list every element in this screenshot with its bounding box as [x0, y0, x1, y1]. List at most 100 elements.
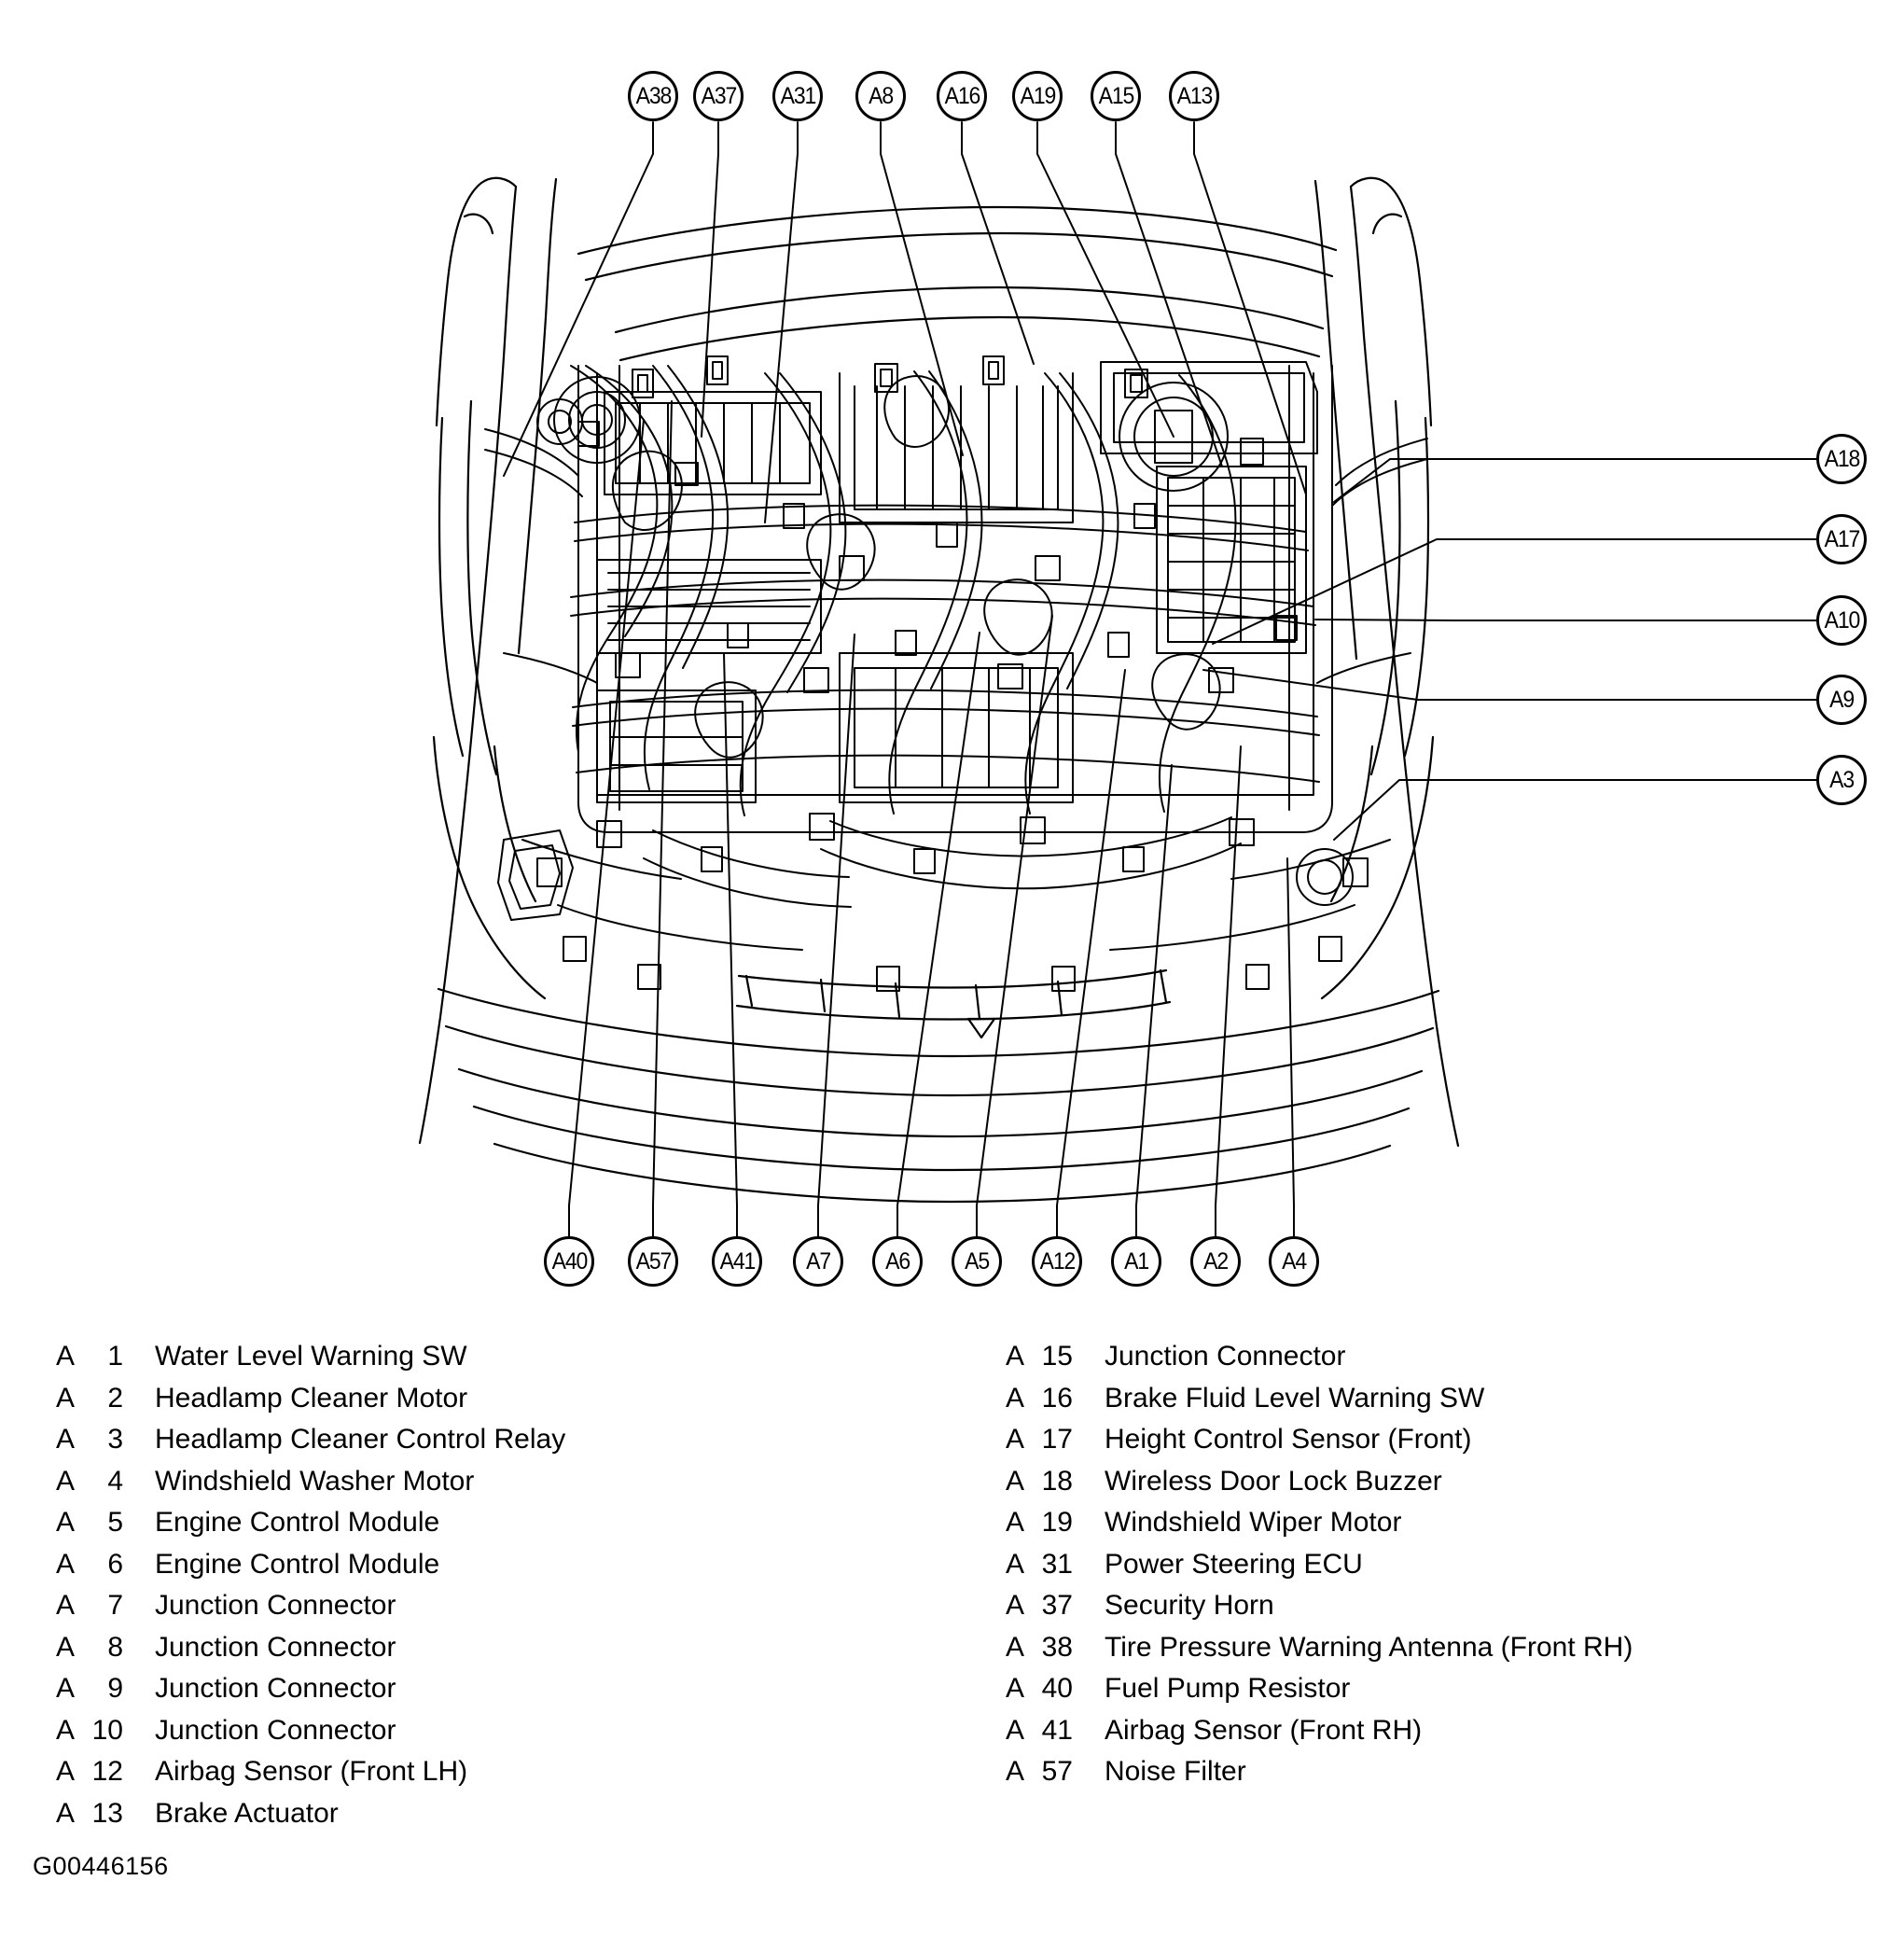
legend-number: 18 — [1041, 1465, 1073, 1497]
legend-number: 4 — [107, 1465, 123, 1497]
callout-a10[interactable]: A10 — [1816, 595, 1867, 646]
engine-bay-diagram — [418, 121, 1817, 1237]
callout-label: A2 — [1203, 1247, 1229, 1274]
callout-a6[interactable]: A6 — [872, 1236, 923, 1287]
legend-label: Junction Connector — [155, 1631, 396, 1663]
legend-prefix: A — [56, 1424, 76, 1455]
legend-number: 19 — [1041, 1507, 1073, 1538]
legend-number: 7 — [107, 1590, 123, 1621]
leader-lines-top — [503, 121, 1307, 523]
callout-a3[interactable]: A3 — [1816, 755, 1867, 805]
legend-prefix: A — [56, 1507, 76, 1538]
callout-a37[interactable]: A37 — [693, 71, 744, 121]
legend-label: Noise Filter — [1105, 1756, 1246, 1787]
legend-label: Tire Pressure Warning Antenna (Front RH) — [1105, 1631, 1633, 1663]
legend-label: Headlamp Cleaner Control Relay — [155, 1424, 566, 1455]
legend-number: 17 — [1041, 1424, 1073, 1455]
callout-a1[interactable]: A1 — [1111, 1236, 1161, 1287]
legend-prefix: A — [1006, 1382, 1025, 1414]
callout-a4[interactable]: A4 — [1269, 1236, 1319, 1287]
callout-a31[interactable]: A31 — [772, 71, 823, 121]
legend-number: 13 — [91, 1797, 123, 1829]
legend-label: Airbag Sensor (Front RH) — [1105, 1714, 1423, 1746]
callout-a41[interactable]: A41 — [712, 1236, 762, 1287]
legend-label: Security Horn — [1105, 1590, 1274, 1621]
callout-a17[interactable]: A17 — [1816, 514, 1867, 564]
callout-label: A7 — [806, 1247, 831, 1274]
wire-harness-bundles — [484, 365, 1428, 951]
callout-label: A18 — [1824, 445, 1860, 472]
legend-number: 15 — [1041, 1341, 1073, 1372]
legend-number: 40 — [1041, 1673, 1073, 1704]
legend-label: Engine Control Module — [155, 1548, 440, 1580]
legend-prefix: A — [1006, 1673, 1025, 1704]
callout-label: A5 — [965, 1247, 990, 1274]
legend-label: Windshield Wiper Motor — [1105, 1507, 1402, 1538]
legend-prefix: A — [56, 1382, 76, 1414]
legend-prefix: A — [1006, 1424, 1025, 1455]
leader-lines-bottom — [568, 400, 1295, 1237]
callout-a15[interactable]: A15 — [1091, 71, 1141, 121]
callout-label: A19 — [1020, 82, 1056, 109]
callout-label: A31 — [780, 82, 816, 109]
callout-a8[interactable]: A8 — [855, 71, 906, 121]
legend-prefix: A — [56, 1714, 76, 1746]
callout-a19[interactable]: A19 — [1012, 71, 1063, 121]
engine-bay-linework — [418, 121, 1817, 1237]
legend-number: 38 — [1041, 1631, 1073, 1663]
callout-a57[interactable]: A57 — [628, 1236, 678, 1287]
legend-number: 31 — [1041, 1548, 1073, 1580]
callout-a38[interactable]: A38 — [628, 71, 678, 121]
legend-prefix: A — [56, 1756, 76, 1787]
callout-a18[interactable]: A18 — [1816, 434, 1867, 484]
callout-a9[interactable]: A9 — [1816, 675, 1867, 725]
legend-label: Windshield Washer Motor — [155, 1465, 475, 1497]
callout-a7[interactable]: A7 — [793, 1236, 843, 1287]
legend-number: 16 — [1041, 1382, 1073, 1414]
legend-number: 10 — [91, 1714, 123, 1746]
callout-label: A4 — [1282, 1247, 1307, 1274]
legend-item: A 18 Wireless Door Lock Buzzer — [1006, 1461, 1633, 1503]
legend-number: 2 — [107, 1382, 123, 1414]
callout-label: A10 — [1824, 606, 1860, 634]
legend-number: 8 — [107, 1631, 123, 1663]
callout-a12[interactable]: A12 — [1032, 1236, 1082, 1287]
legend-label: Brake Fluid Level Warning SW — [1105, 1382, 1485, 1414]
legend-label: Water Level Warning SW — [155, 1341, 467, 1372]
callout-label: A1 — [1124, 1247, 1149, 1274]
callout-a2[interactable]: A2 — [1190, 1236, 1241, 1287]
legend-prefix: A — [1006, 1548, 1025, 1580]
leader-lines-right — [1202, 458, 1817, 841]
legend-prefix: A — [56, 1341, 76, 1372]
legend-prefix: A — [1006, 1507, 1025, 1538]
callout-label: A40 — [551, 1247, 588, 1274]
legend-item: A 19 Windshield Wiper Motor — [1006, 1502, 1633, 1544]
callout-a13[interactable]: A13 — [1169, 71, 1219, 121]
legend-label: Airbag Sensor (Front LH) — [155, 1756, 468, 1787]
legend-number: 6 — [107, 1548, 123, 1580]
legend-label: Brake Actuator — [155, 1797, 339, 1829]
legend-prefix: A — [1006, 1465, 1025, 1497]
legend-label: Headlamp Cleaner Motor — [155, 1382, 468, 1414]
legend-item: A 12 Airbag Sensor (Front LH) — [56, 1751, 565, 1793]
callout-a40[interactable]: A40 — [544, 1236, 594, 1287]
callout-a16[interactable]: A16 — [937, 71, 987, 121]
callout-a5[interactable]: A5 — [952, 1236, 1002, 1287]
callout-label: A13 — [1176, 82, 1213, 109]
legend-number: 57 — [1041, 1756, 1073, 1787]
callout-label: A17 — [1824, 525, 1860, 552]
legend-number: 12 — [91, 1756, 123, 1787]
legend-item: A 16 Brake Fluid Level Warning SW — [1006, 1378, 1633, 1420]
legend-number: 37 — [1041, 1590, 1073, 1621]
legend-label: Fuel Pump Resistor — [1105, 1673, 1351, 1704]
legend-label: Wireless Door Lock Buzzer — [1105, 1465, 1442, 1497]
